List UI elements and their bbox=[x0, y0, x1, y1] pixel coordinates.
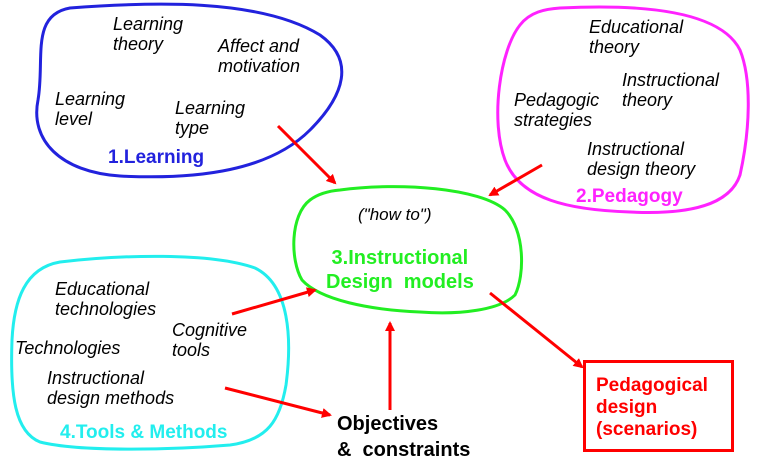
pedagogy-item-instructional-theory: Instructional theory bbox=[622, 70, 720, 110]
tools-item-design-methods: Instructional design methods bbox=[47, 368, 175, 408]
design-title: 3.Instructional Design models bbox=[326, 247, 474, 293]
learning-item-type: Learning type bbox=[175, 98, 246, 138]
learning-title: 1.Learning bbox=[108, 147, 205, 168]
learning-blob bbox=[35, 2, 344, 179]
pedagogy-blob bbox=[496, 5, 750, 214]
tools-blob bbox=[10, 254, 291, 451]
arrow-tools-to-design bbox=[231, 287, 317, 316]
learning-item-level: Learning level bbox=[55, 89, 126, 129]
tools-item-cognitive-tools: Cognitive tools bbox=[172, 320, 248, 360]
design-subtitle: ("how to") bbox=[358, 205, 432, 224]
tools-title: 4.Tools & Methods bbox=[60, 422, 228, 443]
pedagogy-item-strategies: Pedagogic strategies bbox=[514, 90, 600, 130]
arrow-learning-to-design bbox=[276, 124, 337, 185]
pedagogy-item-design-theory: Instructional design theory bbox=[587, 139, 696, 179]
pedagogical-design-label: Pedagogical design (scenarios) bbox=[596, 375, 708, 440]
pedagogy-title: 2.Pedagogy bbox=[576, 186, 683, 207]
learning-item-theory: Learning theory bbox=[113, 14, 184, 54]
tools-item-educational-technologies: Educational technologies bbox=[55, 279, 157, 319]
arrow-tools-to-objectives bbox=[224, 386, 332, 418]
arrow-pedagogy-to-design bbox=[488, 163, 543, 197]
objectives-label: Objectives & constraints bbox=[337, 413, 471, 461]
pedagogy-item-educational-theory: Educational theory bbox=[589, 17, 684, 57]
tools-item-technologies: Technologies bbox=[15, 338, 121, 358]
arrow-design-to-output bbox=[489, 291, 584, 369]
pedagogical-design-box: Pedagogical design (scenarios) bbox=[583, 360, 734, 452]
learning-item-affect: Affect and motivation bbox=[218, 36, 301, 76]
design-blob bbox=[292, 185, 524, 315]
